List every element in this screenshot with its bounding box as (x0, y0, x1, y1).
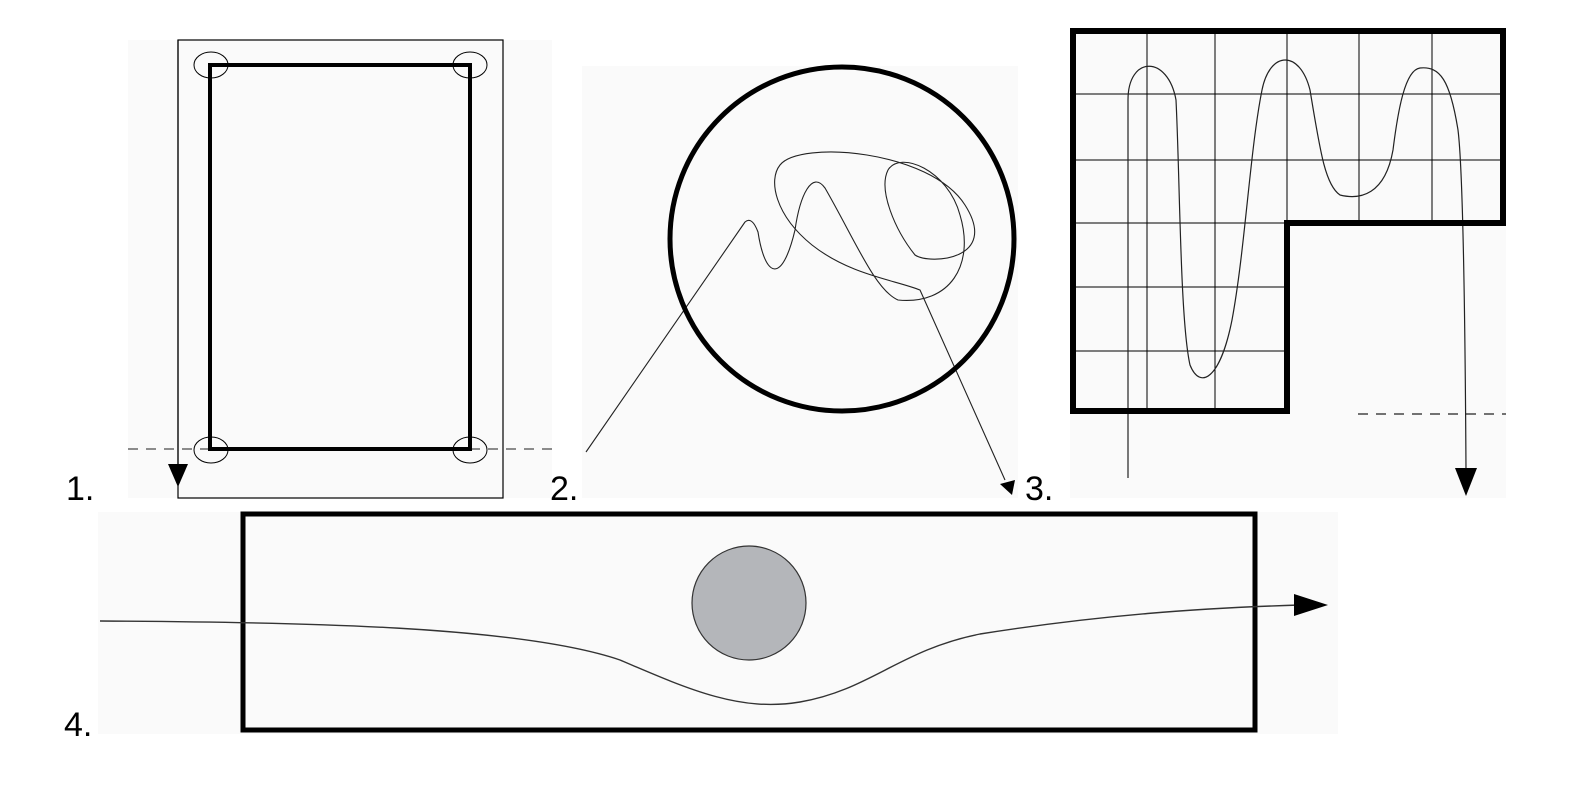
figure-2-panel (582, 66, 1018, 498)
figure-4-label: 4. (64, 706, 93, 744)
figure-4-obstacle (691, 545, 807, 661)
figure-2-arrowhead (1000, 480, 1015, 495)
figure-2 (582, 64, 1018, 498)
figure-2-circle (667, 64, 1017, 414)
figure-1-rectangle (208, 63, 472, 451)
figure-3 (1070, 28, 1506, 498)
figure-3-l-shape (1070, 28, 1506, 414)
figure-2-trajectory (585, 151, 1006, 481)
figure-2-label: 2. (550, 470, 579, 508)
figure-1-panel (128, 40, 552, 498)
figure-1-label: 1. (66, 470, 95, 508)
figure-3-arrowhead (1455, 468, 1477, 496)
corner-circle-bottom-right (452, 436, 488, 464)
figure-4-trajectory (99, 604, 1301, 706)
figure-3-label: 3. (1025, 470, 1054, 508)
figure-1-arrowhead (168, 464, 188, 487)
corner-circle-top-left (193, 51, 229, 79)
figure-3-grid (1073, 31, 1503, 411)
corner-circle-bottom-left (193, 436, 229, 464)
figure-3-wave (1127, 59, 1467, 478)
figure-4 (98, 511, 1338, 734)
figure-1 (128, 39, 552, 499)
corner-circle-top-right (452, 51, 488, 79)
figure-4-arrowhead (1294, 594, 1328, 616)
